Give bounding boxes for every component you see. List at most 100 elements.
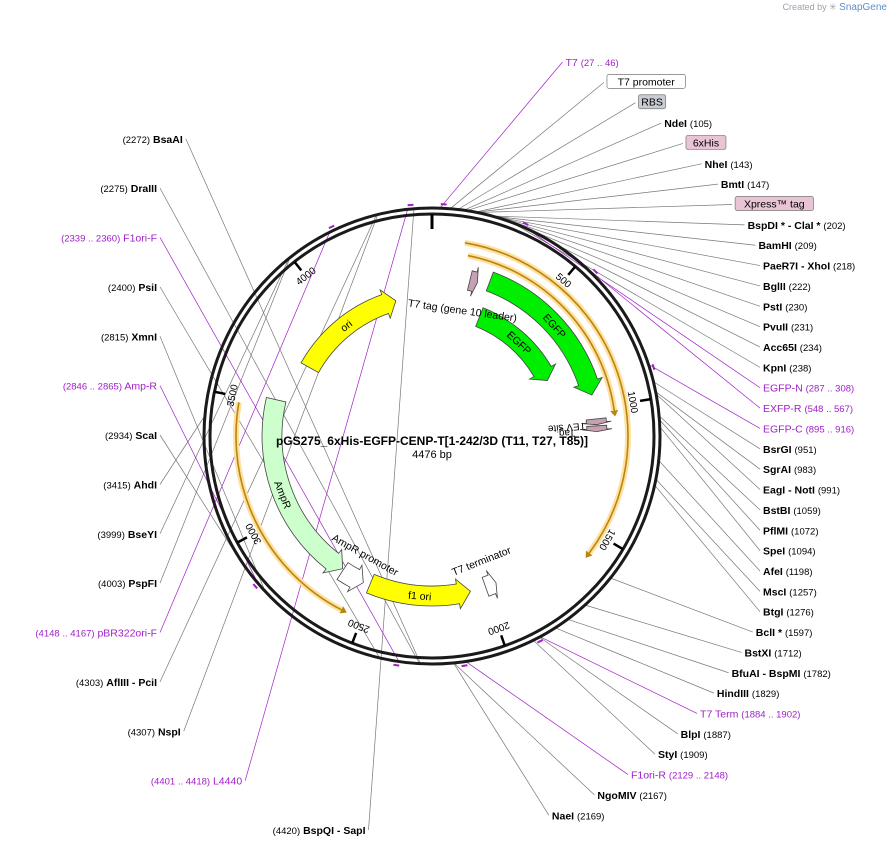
site-name: Amp-R bbox=[124, 381, 157, 393]
site-label-btgi[interactable]: BtgI (1276) bbox=[763, 607, 814, 619]
site-label-l4440[interactable]: (4401 .. 4418) L4440 bbox=[151, 776, 242, 788]
site-label-bglii[interactable]: BglII (222) bbox=[763, 281, 811, 293]
site-label-rbs[interactable]: RBS bbox=[638, 94, 667, 110]
site-label-hindiii[interactable]: HindIII (1829) bbox=[717, 688, 779, 700]
orf-arrowhead bbox=[610, 409, 619, 417]
site-name: DraIII bbox=[131, 183, 157, 195]
site-position: (1257) bbox=[789, 587, 816, 598]
site-label-pflmi[interactable]: PflMI (1072) bbox=[763, 525, 818, 537]
site-label-bseyi[interactable]: (3999) BseYI bbox=[97, 529, 157, 541]
site-label-pspfi[interactable]: (4003) PspFI bbox=[98, 578, 157, 590]
site-text: (2275) DraIII bbox=[100, 183, 157, 195]
plasmid-name: pGS275_6xHis-EGFP-CENP-T[1-242/3D (T11, … bbox=[276, 434, 588, 448]
site-text: EGFP-N (287 .. 308) bbox=[763, 383, 854, 395]
site-label-spei[interactable]: SpeI (1094) bbox=[763, 546, 816, 558]
site-name: BsrGI bbox=[763, 444, 792, 456]
site-label-acc65i[interactable]: Acc65I (234) bbox=[763, 342, 822, 354]
site-text: BsrGI (951) bbox=[763, 444, 817, 456]
site-label-egfp-n[interactable]: EGFP-N (287 .. 308) bbox=[763, 383, 854, 395]
site-text: BspDI * - ClaI * (202) bbox=[748, 220, 846, 232]
site-label-afliii[interactable]: (4303) AflIII - PciI bbox=[76, 677, 157, 689]
site-label-bsaai[interactable]: (2272) BsaAI bbox=[123, 134, 183, 146]
site-label-egfp-c[interactable]: EGFP-C (895 .. 916) bbox=[763, 423, 854, 435]
site-label-blpi[interactable]: BlpI (1887) bbox=[681, 729, 731, 741]
site-label-pvuii[interactable]: PvuII (231) bbox=[763, 322, 813, 334]
site-position: (218) bbox=[833, 262, 855, 273]
site-label-nhei[interactable]: NheI (143) bbox=[705, 159, 753, 171]
backbone-outer bbox=[202, 206, 662, 666]
site-label-f1ori-f[interactable]: (2339 .. 2360) F1ori-F bbox=[61, 233, 157, 245]
site-label-6xhis[interactable]: 6xHis bbox=[685, 135, 727, 150]
site-label-naei[interactable]: NaeI (2169) bbox=[552, 810, 605, 822]
site-text: PvuII (231) bbox=[763, 322, 813, 334]
site-label-bspqi[interactable]: (4420) BspQI - SapI bbox=[273, 825, 366, 837]
site-position: (4307) bbox=[128, 727, 155, 738]
site-label-ahdi[interactable]: (3415) AhdI bbox=[103, 479, 157, 491]
site-label-xpress-tag[interactable]: Xpress™ tag bbox=[734, 196, 814, 211]
tick-mark bbox=[500, 634, 506, 647]
site-text: BlpI (1887) bbox=[681, 729, 731, 741]
feature-arrow-ampr-promoter bbox=[336, 562, 364, 593]
site-label-bfuai[interactable]: BfuAI - BspMI (1782) bbox=[732, 668, 831, 680]
site-text: BstBI (1059) bbox=[763, 505, 821, 517]
site-name: BlpI bbox=[681, 729, 701, 741]
site-label-f1ori-r[interactable]: F1ori-R (2129 .. 2148) bbox=[631, 770, 728, 782]
site-name: BseYI bbox=[128, 529, 157, 541]
site-text: BclI * (1597) bbox=[756, 627, 813, 639]
orf-arc bbox=[467, 254, 616, 411]
site-text: Acc65I (234) bbox=[763, 342, 822, 354]
site-text: F1ori-R (2129 .. 2148) bbox=[631, 770, 728, 782]
site-label-afei[interactable]: AfeI (1198) bbox=[763, 566, 813, 578]
site-label-kpni[interactable]: KpnI (238) bbox=[763, 362, 811, 374]
site-name: AhdI bbox=[134, 479, 157, 491]
site-label-bstbi[interactable]: BstBI (1059) bbox=[763, 505, 821, 517]
site-label-bcli-[interactable]: BclI * (1597) bbox=[756, 627, 813, 639]
site-line bbox=[660, 427, 761, 551]
primer-mark bbox=[651, 363, 656, 371]
site-name-extra: - SapI bbox=[334, 825, 366, 837]
site-name: MscI bbox=[763, 586, 786, 598]
site-label-psti[interactable]: PstI (230) bbox=[763, 301, 807, 313]
site-position: (2167) bbox=[639, 791, 666, 802]
site-label-psii[interactable]: (2400) PsiI bbox=[108, 282, 157, 294]
site-label-t7[interactable]: T7 (27 .. 46) bbox=[566, 57, 619, 69]
site-line bbox=[655, 485, 761, 612]
site-name: NheI bbox=[705, 159, 728, 171]
feature-arrow-tev-site bbox=[581, 417, 612, 426]
primer-mark bbox=[407, 203, 414, 207]
tick-mark bbox=[236, 536, 248, 544]
site-name-extra: - NotI bbox=[785, 485, 815, 497]
site-label-sgrai[interactable]: SgrAI (983) bbox=[763, 464, 816, 476]
site-label-paer7i[interactable]: PaeR7I - XhoI (218) bbox=[763, 261, 855, 273]
site-label-bspdi-[interactable]: BspDI * - ClaI * (202) bbox=[748, 220, 846, 232]
site-text: PflMI (1072) bbox=[763, 525, 818, 537]
site-label-msci[interactable]: MscI (1257) bbox=[763, 586, 817, 598]
feature-tag-label: T7 promoter bbox=[618, 76, 676, 88]
site-label-draiii[interactable]: (2275) DraIII bbox=[100, 183, 157, 195]
primer-mark bbox=[536, 639, 544, 644]
site-line bbox=[477, 163, 702, 212]
site-name: PflMI bbox=[763, 525, 788, 537]
site-label-scai[interactable]: (2934) ScaI bbox=[105, 430, 157, 442]
site-label-pbr322ori-f[interactable]: (4148 .. 4167) pBR322ori-F bbox=[35, 628, 157, 640]
site-label-styi[interactable]: StyI (1909) bbox=[658, 749, 708, 761]
site-label-t7-term[interactable]: T7 Term (1884 .. 1902) bbox=[700, 708, 800, 720]
site-label-nspi[interactable]: (4307) NspI bbox=[128, 726, 181, 738]
site-label-exfp-r[interactable]: EXFP-R (548 .. 567) bbox=[763, 403, 853, 415]
site-label-xmni[interactable]: (2815) XmnI bbox=[101, 331, 157, 343]
site-label-bstxi[interactable]: BstXI (1712) bbox=[744, 647, 801, 659]
site-line bbox=[540, 637, 678, 735]
site-label-bsrgi[interactable]: BsrGI (951) bbox=[763, 444, 817, 456]
primer-mark bbox=[592, 268, 599, 275]
site-label-ngomiv[interactable]: NgoMIV (2167) bbox=[597, 790, 666, 802]
site-label-amp-r[interactable]: (2846 .. 2865) Amp-R bbox=[63, 381, 158, 393]
site-label-eagi[interactable]: EagI - NotI (991) bbox=[763, 485, 840, 497]
site-label-bamhi[interactable]: BamHI (209) bbox=[758, 240, 816, 252]
site-label-ndei[interactable]: NdeI (105) bbox=[664, 118, 712, 130]
site-text: MscI (1257) bbox=[763, 586, 817, 598]
site-label-bmti[interactable]: BmtI (147) bbox=[721, 179, 769, 191]
site-text: EagI - NotI (991) bbox=[763, 485, 840, 497]
site-label-t7-promoter[interactable]: T7 promoter bbox=[606, 74, 686, 89]
site-name-extra: - XhoI bbox=[798, 261, 830, 273]
